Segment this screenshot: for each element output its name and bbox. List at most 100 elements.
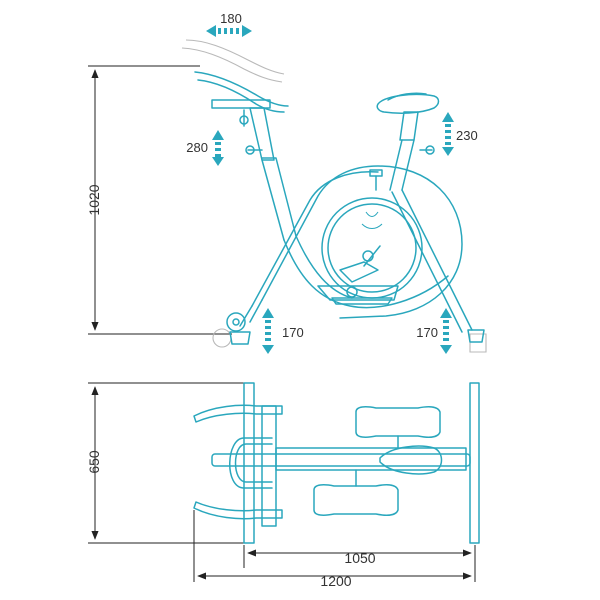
handlebar-vertical-adjust-label: 280 — [186, 140, 208, 155]
frame-outer-curve — [261, 165, 463, 319]
front-wheel-hub — [232, 318, 240, 326]
rear-base-bar — [469, 382, 480, 544]
front-foot-adjust-label: 170 — [282, 325, 304, 340]
flywheel-inner — [327, 203, 417, 293]
adjust-arrow-up-icon — [212, 130, 224, 140]
adjust-arrow-up-icon — [442, 112, 454, 122]
bottom-bracket — [346, 286, 358, 298]
frame-outer-curve-2 — [251, 171, 379, 307]
handlebar-upper — [194, 71, 289, 107]
adjust-dash-icon — [265, 320, 271, 323]
top-view: 650 — [86, 382, 480, 589]
front-post-lower-left — [261, 159, 285, 241]
flywheel-outer — [321, 197, 423, 299]
adjust-dash-icon — [218, 28, 221, 34]
handlebar-vertical-adjust: 280 — [186, 130, 224, 166]
pedal-top-upper-body — [355, 406, 441, 438]
handlebar-horizontal-adjust-label: 180 — [220, 11, 242, 26]
front-post-upper — [249, 107, 275, 161]
adjust-arrow-down-icon — [262, 345, 274, 354]
adjust-arrow-down-icon — [212, 157, 224, 166]
ghost-handlebar-upper — [185, 39, 285, 75]
front-leg-2 — [249, 299, 263, 323]
adjust-dash-icon — [215, 154, 221, 157]
width-dimension: 650 — [86, 382, 244, 544]
seat-top — [379, 445, 443, 475]
pedal-top-lower — [313, 469, 399, 516]
rear-foot — [467, 329, 485, 343]
adjust-arrow-left-icon — [206, 25, 216, 37]
ghost-handlebar-lower — [181, 47, 283, 83]
adjust-dash-icon — [443, 320, 449, 323]
frame — [239, 165, 463, 327]
total-length-dimension: 1200 — [193, 510, 472, 589]
front-post-lower-right — [261, 157, 297, 237]
pedal-top-upper — [355, 406, 441, 449]
front-base-bar — [243, 382, 255, 544]
seat-top-contour — [387, 92, 427, 101]
bike-top — [193, 382, 480, 544]
adjust-dash-icon — [230, 28, 233, 34]
feet — [226, 312, 485, 345]
pedal-lower — [331, 297, 393, 305]
adjust-dash-icon — [445, 130, 451, 133]
adjust-dash-icon — [445, 124, 451, 127]
rear-foot-adjust-label: 170 — [416, 325, 438, 340]
crank-arm — [363, 245, 381, 267]
adjust-arrow-down-icon — [440, 345, 452, 354]
total-length-label: 1200 — [320, 573, 351, 589]
chain-guard — [317, 285, 399, 301]
adjust-dash-icon — [443, 332, 449, 335]
flywheel-logo — [365, 211, 379, 217]
handlebar-top-upper — [193, 404, 283, 423]
seat-knob-head — [425, 145, 435, 155]
width-label: 650 — [86, 450, 102, 474]
handlebar-slider — [211, 99, 271, 109]
adjust-dash-icon — [224, 28, 227, 34]
handlebar-horizontal-adjust: 180 — [206, 11, 252, 37]
rear-leg — [401, 189, 473, 331]
front-wheel — [226, 312, 246, 332]
side-view: 1020 — [86, 11, 487, 354]
adjust-dash-icon — [265, 332, 271, 335]
front-foot — [229, 331, 251, 345]
frame-loop-inner-2 — [295, 235, 353, 299]
front-post-knob-head — [245, 145, 255, 155]
adjust-dash-icon — [443, 326, 449, 329]
inner-length-label: 1050 — [344, 550, 375, 566]
adjust-arrow-up-icon — [262, 308, 274, 318]
main-frame-top — [275, 447, 467, 471]
handlebar-top-lower — [193, 501, 283, 520]
adjust-dash-icon — [215, 142, 221, 145]
handlebar-knob — [239, 115, 249, 125]
seat-post-right — [401, 139, 415, 191]
adjust-arrow-up-icon — [440, 308, 452, 318]
adjust-arrow-right-icon — [242, 25, 252, 37]
front-leg — [239, 305, 253, 327]
adjust-arrow-down-icon — [442, 147, 454, 156]
flywheel-logo-2 — [361, 223, 383, 229]
front-post — [245, 107, 297, 241]
adjust-dash-icon — [445, 136, 451, 139]
rear-leg-2 — [391, 191, 463, 333]
main-beam — [211, 453, 471, 467]
inner-length-dimension: 1050 — [243, 545, 476, 582]
seat-vertical-adjust: 230 — [442, 112, 478, 156]
tension-knob — [369, 169, 383, 177]
front-foot-adjust: 170 — [262, 308, 304, 354]
handlebar-loop — [229, 437, 273, 489]
seat-assembly — [376, 92, 473, 333]
seat-vertical-adjust-label: 230 — [456, 128, 478, 143]
ghost-front-wheel — [212, 328, 232, 348]
seat-clamp — [399, 111, 419, 141]
adjust-dash-icon — [236, 28, 239, 34]
height-dimension: 1020 — [86, 65, 232, 335]
seat-post-left — [389, 139, 403, 191]
adjust-dash-icon — [445, 142, 451, 145]
height-label: 1020 — [86, 184, 102, 215]
adjust-dash-icon — [215, 148, 221, 151]
frame-loop-inner — [283, 239, 449, 309]
adjust-dash-icon — [265, 338, 271, 341]
